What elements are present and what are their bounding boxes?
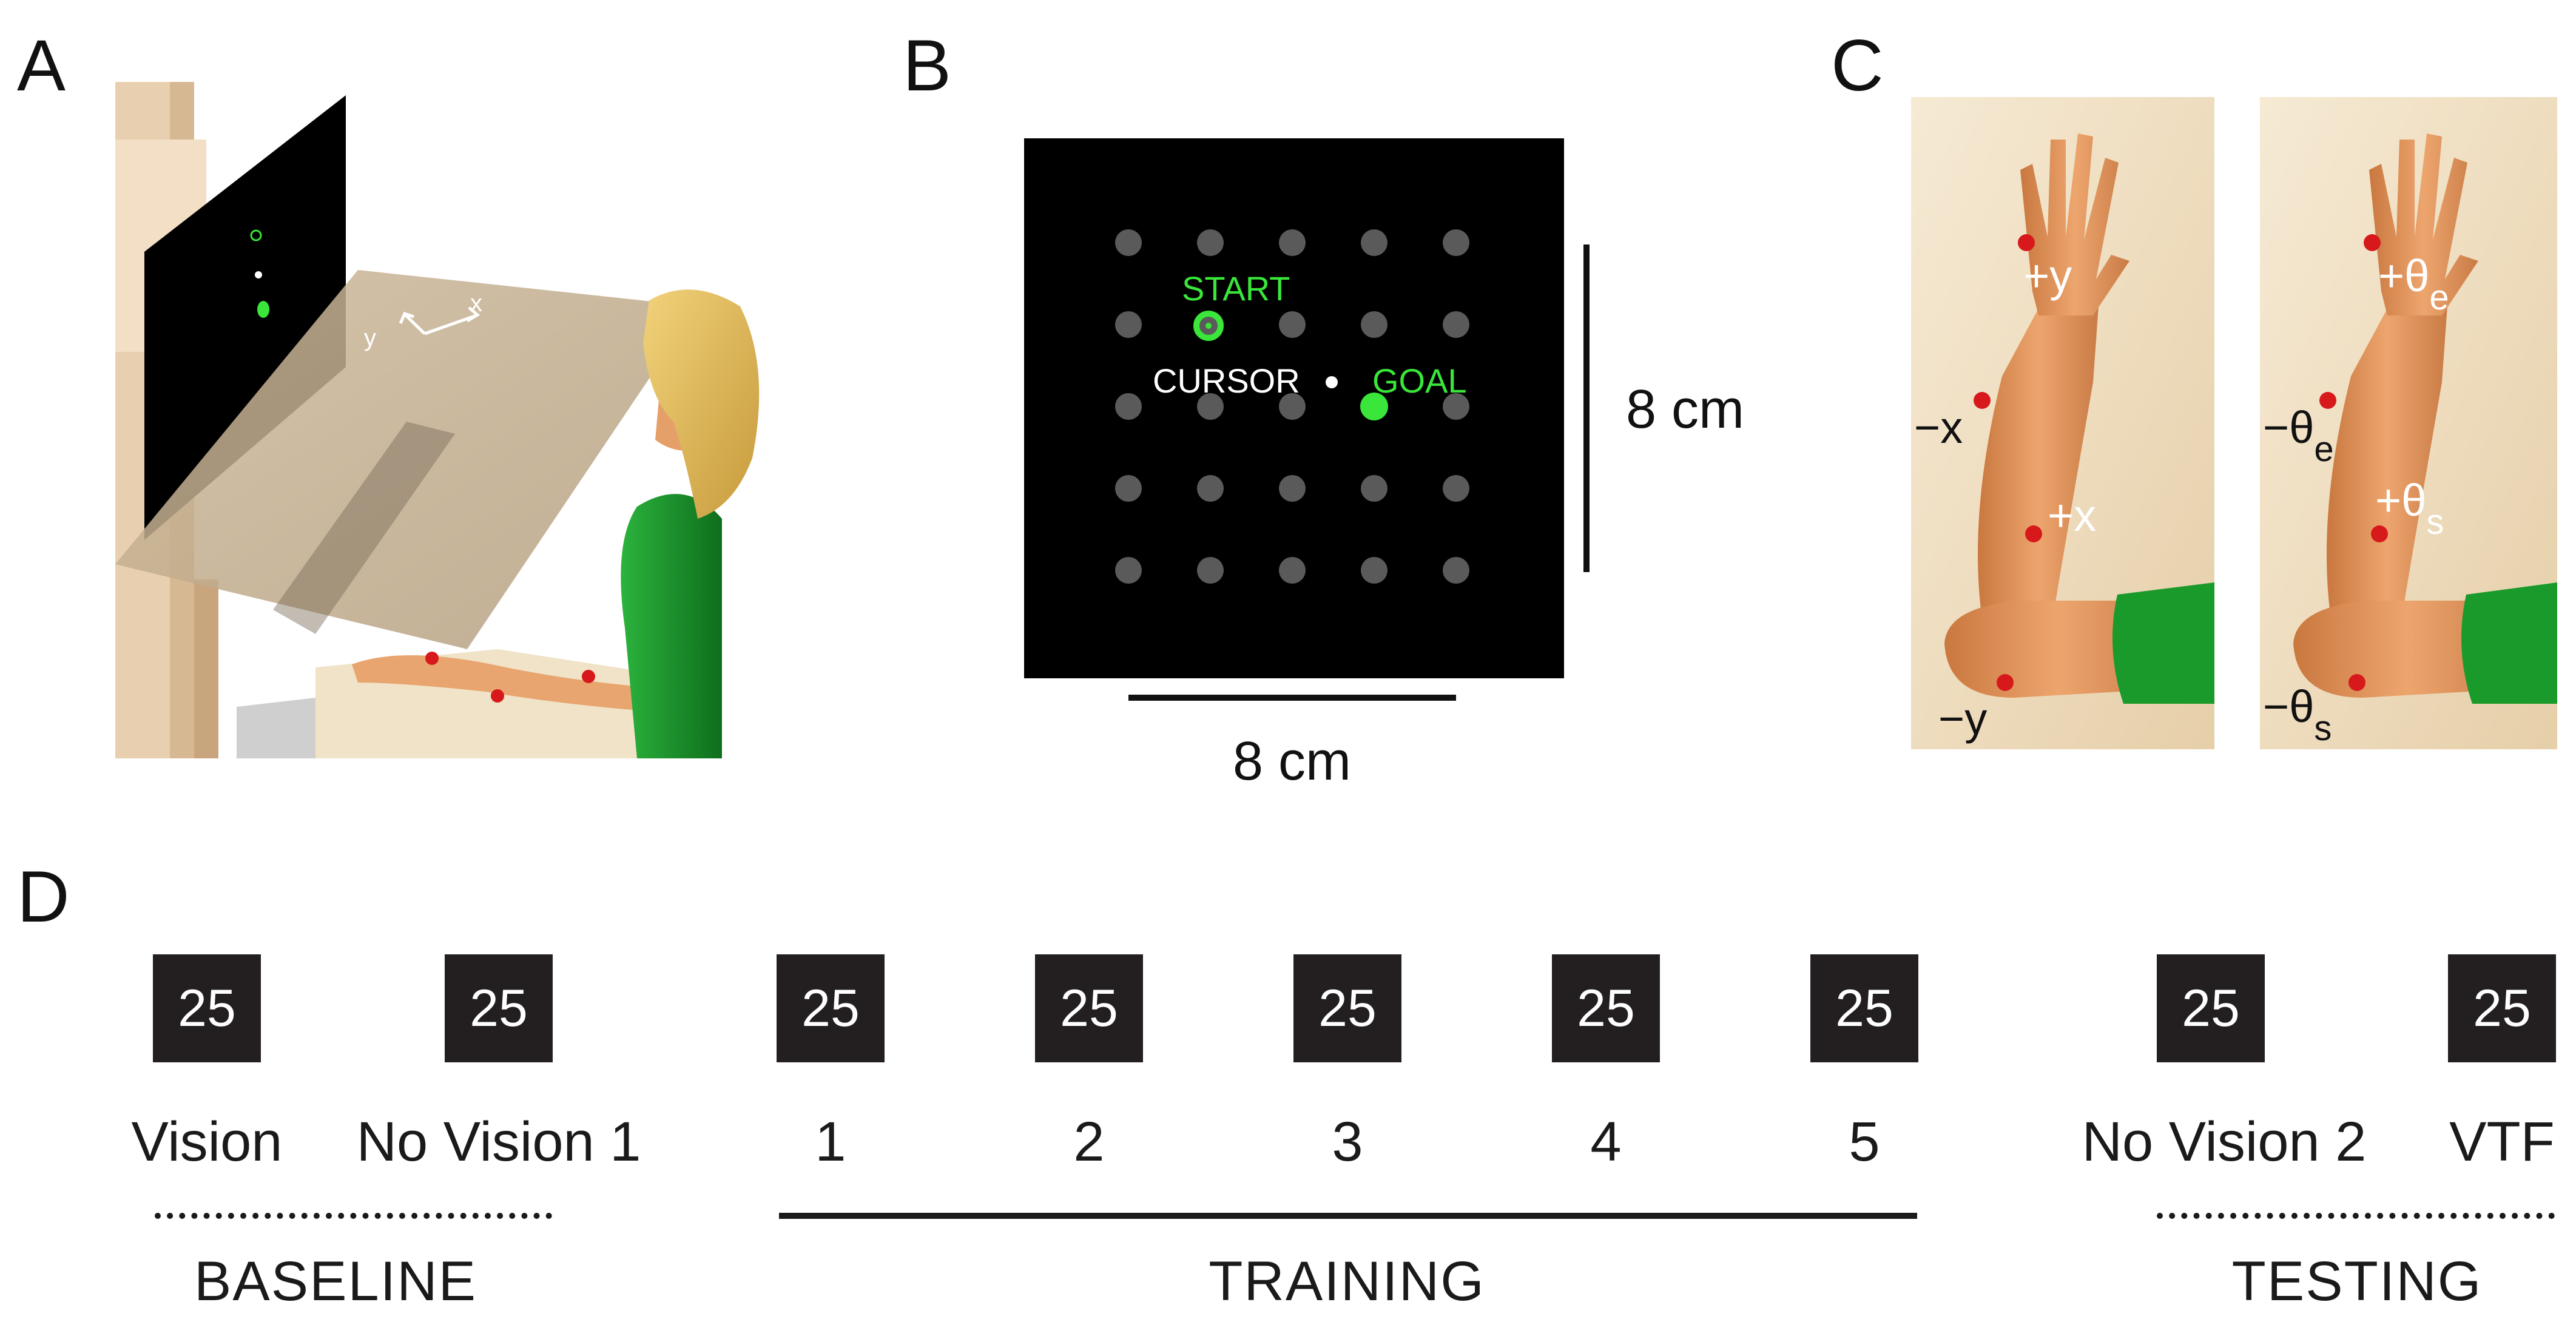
cursor-dot [1326,376,1338,388]
panel-b-display: START CURSOR GOAL 8 cm 8 cm [1024,138,1744,792]
grid-target-dot [1197,557,1224,584]
grid-target-dot [1279,311,1306,338]
panel-a-illustration: x y [115,82,760,758]
block-count: 25 [445,954,553,1062]
baseline-bracket [155,1213,552,1219]
block-label: 3 [1332,1111,1363,1173]
testing-bracket [2157,1213,2555,1219]
grid-target-dot [1115,557,1142,584]
participant-torso [621,494,722,758]
block-count: 25 [777,954,885,1062]
block-count: 25 [2448,954,2556,1062]
label-plus-theta-e: +θe [2378,251,2449,317]
start-marker [1193,311,1224,341]
block-label: VTF [2449,1111,2555,1173]
horizontal-scale-bar [1128,695,1456,701]
cursor-label: CURSOR [1153,362,1300,400]
grid-target-dot [1361,311,1387,338]
block-count: 25 [1293,954,1401,1062]
group-label-baseline: BASELINE [194,1250,477,1312]
hand [2020,133,2129,315]
block-label: No Vision 1 [356,1111,641,1173]
grid-target-dot [1443,229,1469,256]
axis-x-label: x [470,290,482,317]
label-minus-x: −x [1914,402,1963,453]
participant-arm [352,655,673,713]
block-label: 5 [1849,1111,1880,1173]
grid-target-dot [1361,229,1387,256]
goal-label: GOAL [1372,362,1467,400]
panel-c-right-arm: +θe −θe +θs −θs [2260,97,2557,749]
panel-c-left-arm: +y −x +x −y [1911,97,2214,749]
block-label: 2 [1073,1111,1105,1173]
label-plus-y: +y [2023,251,2072,301]
start-label: START [1182,269,1290,308]
grid-target-dot [1115,393,1142,420]
grid-target-dot [1279,475,1306,502]
block-count: 25 [1035,954,1143,1062]
label-minus-y: −y [1938,693,1987,744]
block-label: 1 [815,1111,846,1173]
grid-target-dot [1279,393,1306,420]
grid-target-dot [1279,229,1306,256]
sleeve [2112,582,2214,704]
block-count: 25 [1552,954,1660,1062]
vertical-scale-label: 8 cm [1626,379,1744,440]
label-minus-theta-e: −θe [2263,402,2334,469]
block-label: 4 [1590,1111,1622,1173]
block-count: 25 [1810,954,1918,1062]
grid-target-dot [1443,557,1469,584]
label-plus-theta-s: +θs [2375,475,2444,542]
participant-hair [643,289,760,519]
grid-target-dot [1115,311,1142,338]
grid-target-dot [1115,229,1142,256]
panel-c-letter: C [1831,25,1884,106]
block-label: Vision [131,1111,283,1173]
block-count: 25 [2157,954,2265,1062]
training-bracket [779,1213,1917,1219]
mirror-plate [115,270,698,649]
grid-target-dot [1361,557,1387,584]
label-minus-theta-s: −θs [2263,681,2332,748]
group-label-training: TRAINING [1209,1250,1485,1312]
goal-marker [1360,393,1388,420]
grid-target-dot [1443,475,1469,502]
monitor [144,95,346,540]
grid-target-dot [1443,311,1469,338]
grid-target-dot [1279,557,1306,584]
axis-y-label: y [364,325,376,351]
grid-target-dot [1197,475,1224,502]
grid-target-dot [1361,475,1387,502]
panel-b-letter: B [903,25,952,106]
group-label-testing: TESTING [2231,1250,2483,1312]
workspace-axes [399,306,480,336]
grid-target-dot [1115,475,1142,502]
block-count: 25 [153,954,261,1062]
label-plus-x: +x [2048,490,2096,541]
horizontal-scale-label: 8 cm [1233,731,1351,792]
block-label: No Vision 2 [2082,1111,2367,1173]
grid-target-dot [1443,393,1469,420]
grid-target-dot [1197,229,1224,256]
panel-d-letter: D [17,856,70,937]
vertical-scale-bar [1583,245,1590,572]
grid-target-dot [1197,393,1224,420]
panel-a-letter: A [17,25,66,106]
